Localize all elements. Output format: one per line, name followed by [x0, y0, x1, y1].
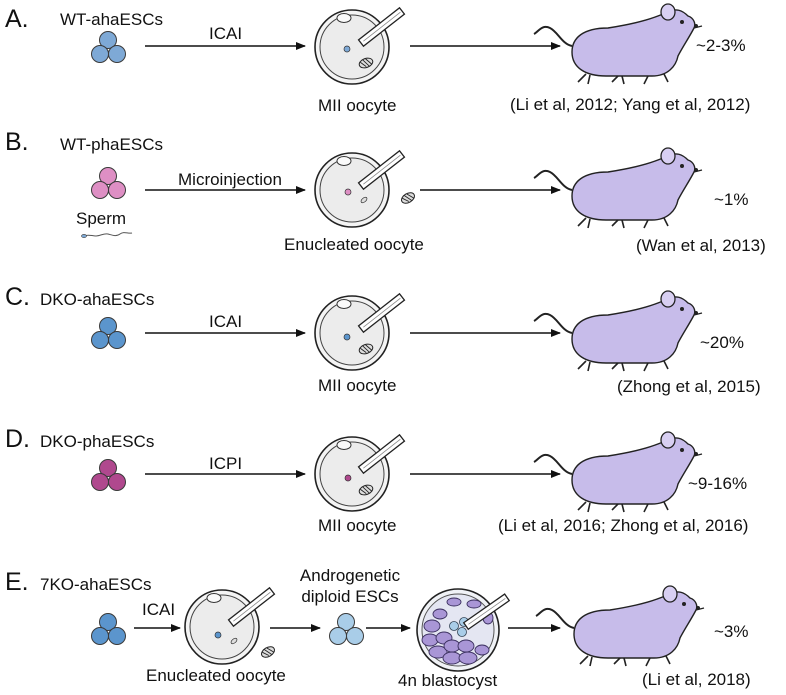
panel-letter: A. — [5, 5, 29, 33]
reference-label: (Li et al, 2016; Zhong et al, 2016) — [498, 516, 749, 535]
cell-line-label: 7KO-ahaESCs — [40, 575, 152, 594]
cell-line-label: WT-ahaESCs — [60, 10, 163, 29]
cell-cluster-icon — [91, 167, 126, 199]
cell-cluster-icon — [91, 613, 126, 645]
panel-letter: C. — [5, 283, 30, 311]
method-label: ICAI — [142, 600, 176, 619]
mouse-icon — [533, 147, 703, 229]
intermediate-label: Androgenetic diploid ESCs — [299, 566, 401, 606]
mouse-icon — [535, 585, 705, 667]
mouse-icon — [533, 290, 703, 372]
blastocyst-icon — [416, 588, 511, 672]
cell-line-label: DKO-phaESCs — [40, 432, 155, 451]
diploid-esc-icon — [329, 613, 364, 645]
panel-letter: E. — [5, 568, 29, 596]
panel-letter: D. — [5, 425, 30, 453]
method-label: Microinjection — [178, 170, 282, 189]
oocyte-icon — [314, 293, 406, 371]
method-label: ICAI — [209, 312, 243, 331]
oocyte-label: Enucleated oocyte — [146, 666, 286, 685]
efficiency-label: ~20% — [700, 333, 744, 352]
sperm-label: Sperm — [76, 209, 127, 228]
method-label: ICAI — [209, 24, 243, 43]
method-label: ICPI — [209, 454, 243, 473]
panel-c: C. DKO-ahaESCs ICAI MII oocyte ~20% (Zho… — [0, 0, 786, 396]
oocyte-icon — [184, 587, 276, 665]
cell-line-label: WT-phaESCs — [60, 135, 163, 154]
panel-b: B. WT-phaESCs Sperm Microinjection Enucl… — [0, 0, 786, 255]
blastocyst-label: 4n blastocyst — [398, 671, 498, 690]
mouse-icon — [533, 431, 703, 513]
cell-line-label: DKO-ahaESCs — [40, 290, 155, 309]
oocyte-icon — [314, 434, 406, 512]
oocyte-label: MII oocyte — [318, 376, 397, 395]
panel-d: D. DKO-phaESCs ICPI MII oocyte ~9-16% (L… — [0, 0, 786, 535]
oocyte-label: MII oocyte — [318, 96, 397, 115]
oocyte-icon — [314, 150, 406, 228]
sperm-icon — [83, 232, 133, 237]
spindle-icon — [399, 190, 417, 206]
oocyte-label: Enucleated oocyte — [284, 235, 424, 254]
panel-a: A. WT-ahaESCs ICAI MII oocyte ~2-3% (Li … — [0, 0, 786, 130]
cell-cluster-icon — [91, 31, 126, 63]
reference-label: (Wan et al, 2013) — [636, 236, 766, 255]
reference-label: (Zhong et al, 2015) — [617, 377, 761, 396]
efficiency-label: ~9-16% — [688, 474, 748, 493]
efficiency-label: ~1% — [714, 190, 749, 209]
cell-cluster-icon — [91, 459, 126, 491]
panel-letter: B. — [5, 128, 29, 156]
spindle-icon — [259, 644, 277, 660]
cell-cluster-icon — [91, 317, 126, 349]
oocyte-icon — [314, 7, 406, 85]
efficiency-label: ~2-3% — [696, 36, 746, 55]
reference-label: (Li et al, 2018) — [642, 670, 751, 689]
reference-label: (Li et al, 2012; Yang et al, 2012) — [510, 95, 751, 114]
oocyte-label: MII oocyte — [318, 516, 397, 535]
efficiency-label: ~3% — [714, 622, 749, 641]
mouse-icon — [533, 3, 703, 85]
